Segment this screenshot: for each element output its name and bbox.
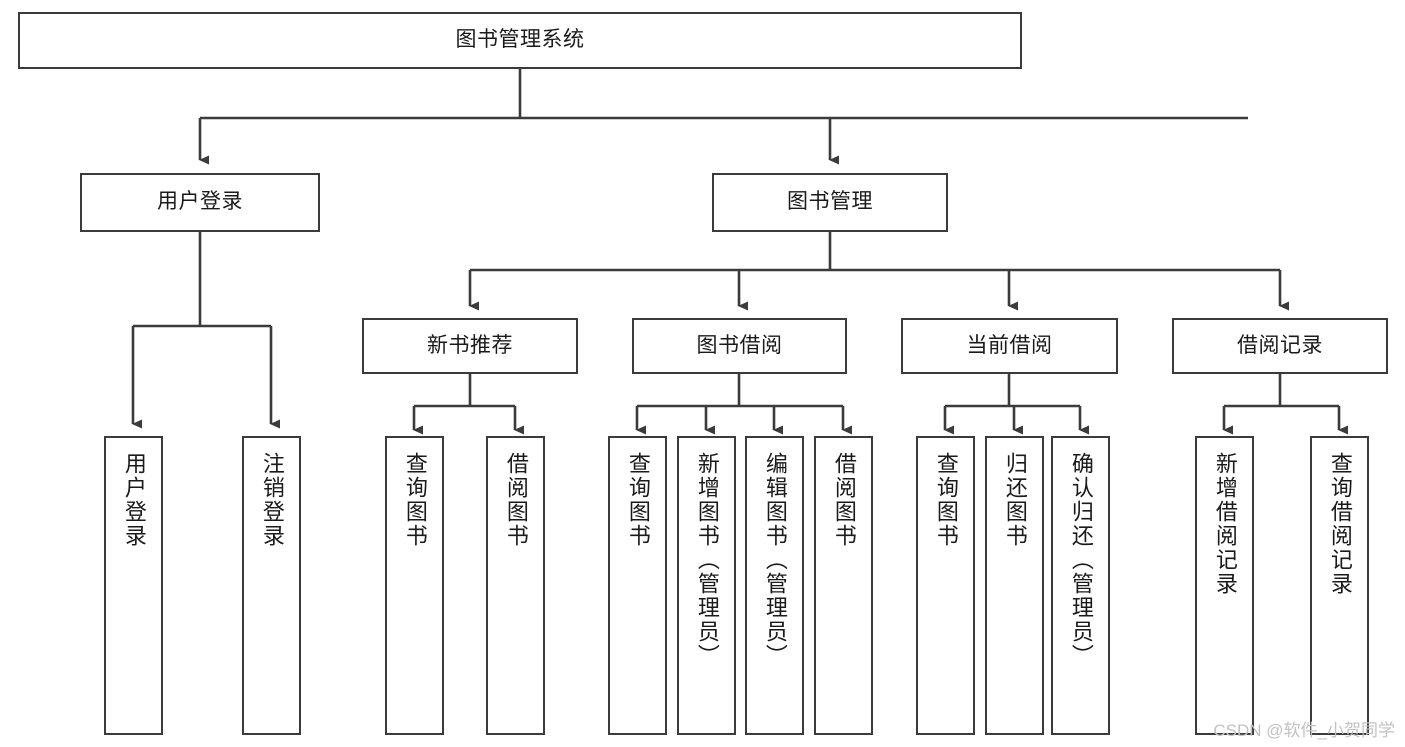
node-current-borrow-label: 当前借阅 <box>966 333 1053 357</box>
node-user-login-label: 用户登录 <box>157 190 243 214</box>
node-new-book-recommend-label: 新书推荐 <box>427 333 513 357</box>
node-leaf-edit-book-label: 编辑图书（管理员） <box>762 452 788 668</box>
node-leaf-logout-label: 注销登录 <box>259 452 285 548</box>
node-book-borrow[interactable]: 图书借阅 <box>632 318 847 374</box>
node-leaf-query-record[interactable]: 查询借阅记录 <box>1310 436 1369 735</box>
node-leaf-confirm-return-label: 确认归还（管理员） <box>1068 452 1094 668</box>
node-leaf-logout[interactable]: 注销登录 <box>242 436 301 735</box>
node-leaf-query-book-2[interactable]: 查询图书 <box>608 436 667 735</box>
node-leaf-user-login-label: 用户登录 <box>121 452 147 548</box>
node-leaf-return-book-label: 归还图书 <box>1002 452 1028 548</box>
node-leaf-return-book[interactable]: 归还图书 <box>985 436 1044 735</box>
node-book-borrow-label: 图书借阅 <box>696 333 783 357</box>
node-leaf-add-book[interactable]: 新增图书（管理员） <box>677 436 736 735</box>
node-leaf-confirm-return[interactable]: 确认归还（管理员） <box>1051 436 1110 735</box>
node-leaf-query-book-3-label: 查询图书 <box>933 452 959 548</box>
node-leaf-borrow-book-1[interactable]: 借阅图书 <box>486 436 545 735</box>
node-leaf-add-record-label: 新增借阅记录 <box>1212 452 1238 596</box>
node-user-login[interactable]: 用户登录 <box>80 173 320 232</box>
node-leaf-query-book-2-label: 查询图书 <box>625 452 651 548</box>
node-leaf-query-record-label: 查询借阅记录 <box>1327 452 1353 596</box>
node-borrow-record-label: 借阅记录 <box>1237 333 1323 357</box>
node-root-label: 图书管理系统 <box>455 28 585 52</box>
node-leaf-add-book-label: 新增图书（管理员） <box>694 452 720 668</box>
node-leaf-borrow-book-2[interactable]: 借阅图书 <box>814 436 873 735</box>
node-leaf-query-book-1-label: 查询图书 <box>402 452 428 548</box>
node-root[interactable]: 图书管理系统 <box>18 12 1022 69</box>
node-leaf-borrow-book-2-label: 借阅图书 <box>831 452 857 548</box>
node-leaf-query-book-3[interactable]: 查询图书 <box>916 436 975 735</box>
node-book-manage-label: 图书管理 <box>787 190 873 214</box>
node-book-manage[interactable]: 图书管理 <box>712 173 948 232</box>
node-current-borrow[interactable]: 当前借阅 <box>901 318 1118 374</box>
node-new-book-recommend[interactable]: 新书推荐 <box>362 318 578 374</box>
node-leaf-borrow-book-1-label: 借阅图书 <box>503 452 529 548</box>
csdn-watermark: CSDN @软件_小贺同学 <box>1213 721 1395 740</box>
node-leaf-query-book-1[interactable]: 查询图书 <box>385 436 444 735</box>
node-leaf-edit-book[interactable]: 编辑图书（管理员） <box>745 436 804 735</box>
node-leaf-add-record[interactable]: 新增借阅记录 <box>1195 436 1254 735</box>
node-leaf-user-login[interactable]: 用户登录 <box>104 436 163 735</box>
node-borrow-record[interactable]: 借阅记录 <box>1172 318 1388 374</box>
